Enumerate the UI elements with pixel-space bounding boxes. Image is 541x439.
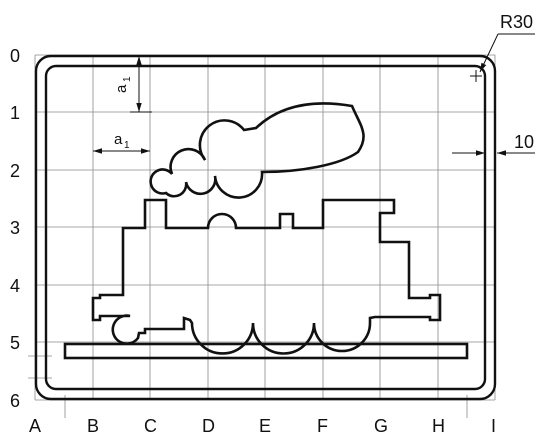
locomotive-body [91,198,442,355]
row-label-4: 4 [10,276,20,296]
horizontal-offset-subscript: 1 [124,140,130,151]
inner-frame [44,64,487,391]
border-gap-label: 10 [514,132,534,152]
column-label-D: D [202,416,215,436]
column-label-B: B [87,416,99,436]
column-label-E: E [259,416,271,436]
rail-base [63,342,469,360]
column-label-G: G [374,416,388,436]
row-labels: 0 1 2 3 4 5 6 [10,46,20,411]
horizontal-offset-label: a [114,131,123,148]
row-label-2: 2 [10,161,20,181]
column-label-A: A [29,416,41,436]
column-label-I: I [491,416,496,436]
row-label-0: 0 [10,46,20,66]
corner-center-mark [470,70,482,82]
column-label-C: C [144,416,157,436]
vertical-offset-dimension [130,56,152,113]
column-labels: A B C D E F G H I [29,416,496,436]
smoke-puffs [149,102,365,199]
row-label-6: 6 [10,391,20,411]
vertical-offset-label: a [113,84,130,93]
row-label-5: 5 [10,333,20,353]
grid [28,54,496,418]
column-label-F: F [317,416,328,436]
row-label-1: 1 [10,103,20,123]
outer-frame [34,54,497,401]
column-label-H: H [432,416,445,436]
radius-leader [479,33,535,73]
vertical-offset-subscript: 1 [122,76,133,82]
radius-label: R30 [500,12,533,32]
row-label-3: 3 [10,218,20,238]
